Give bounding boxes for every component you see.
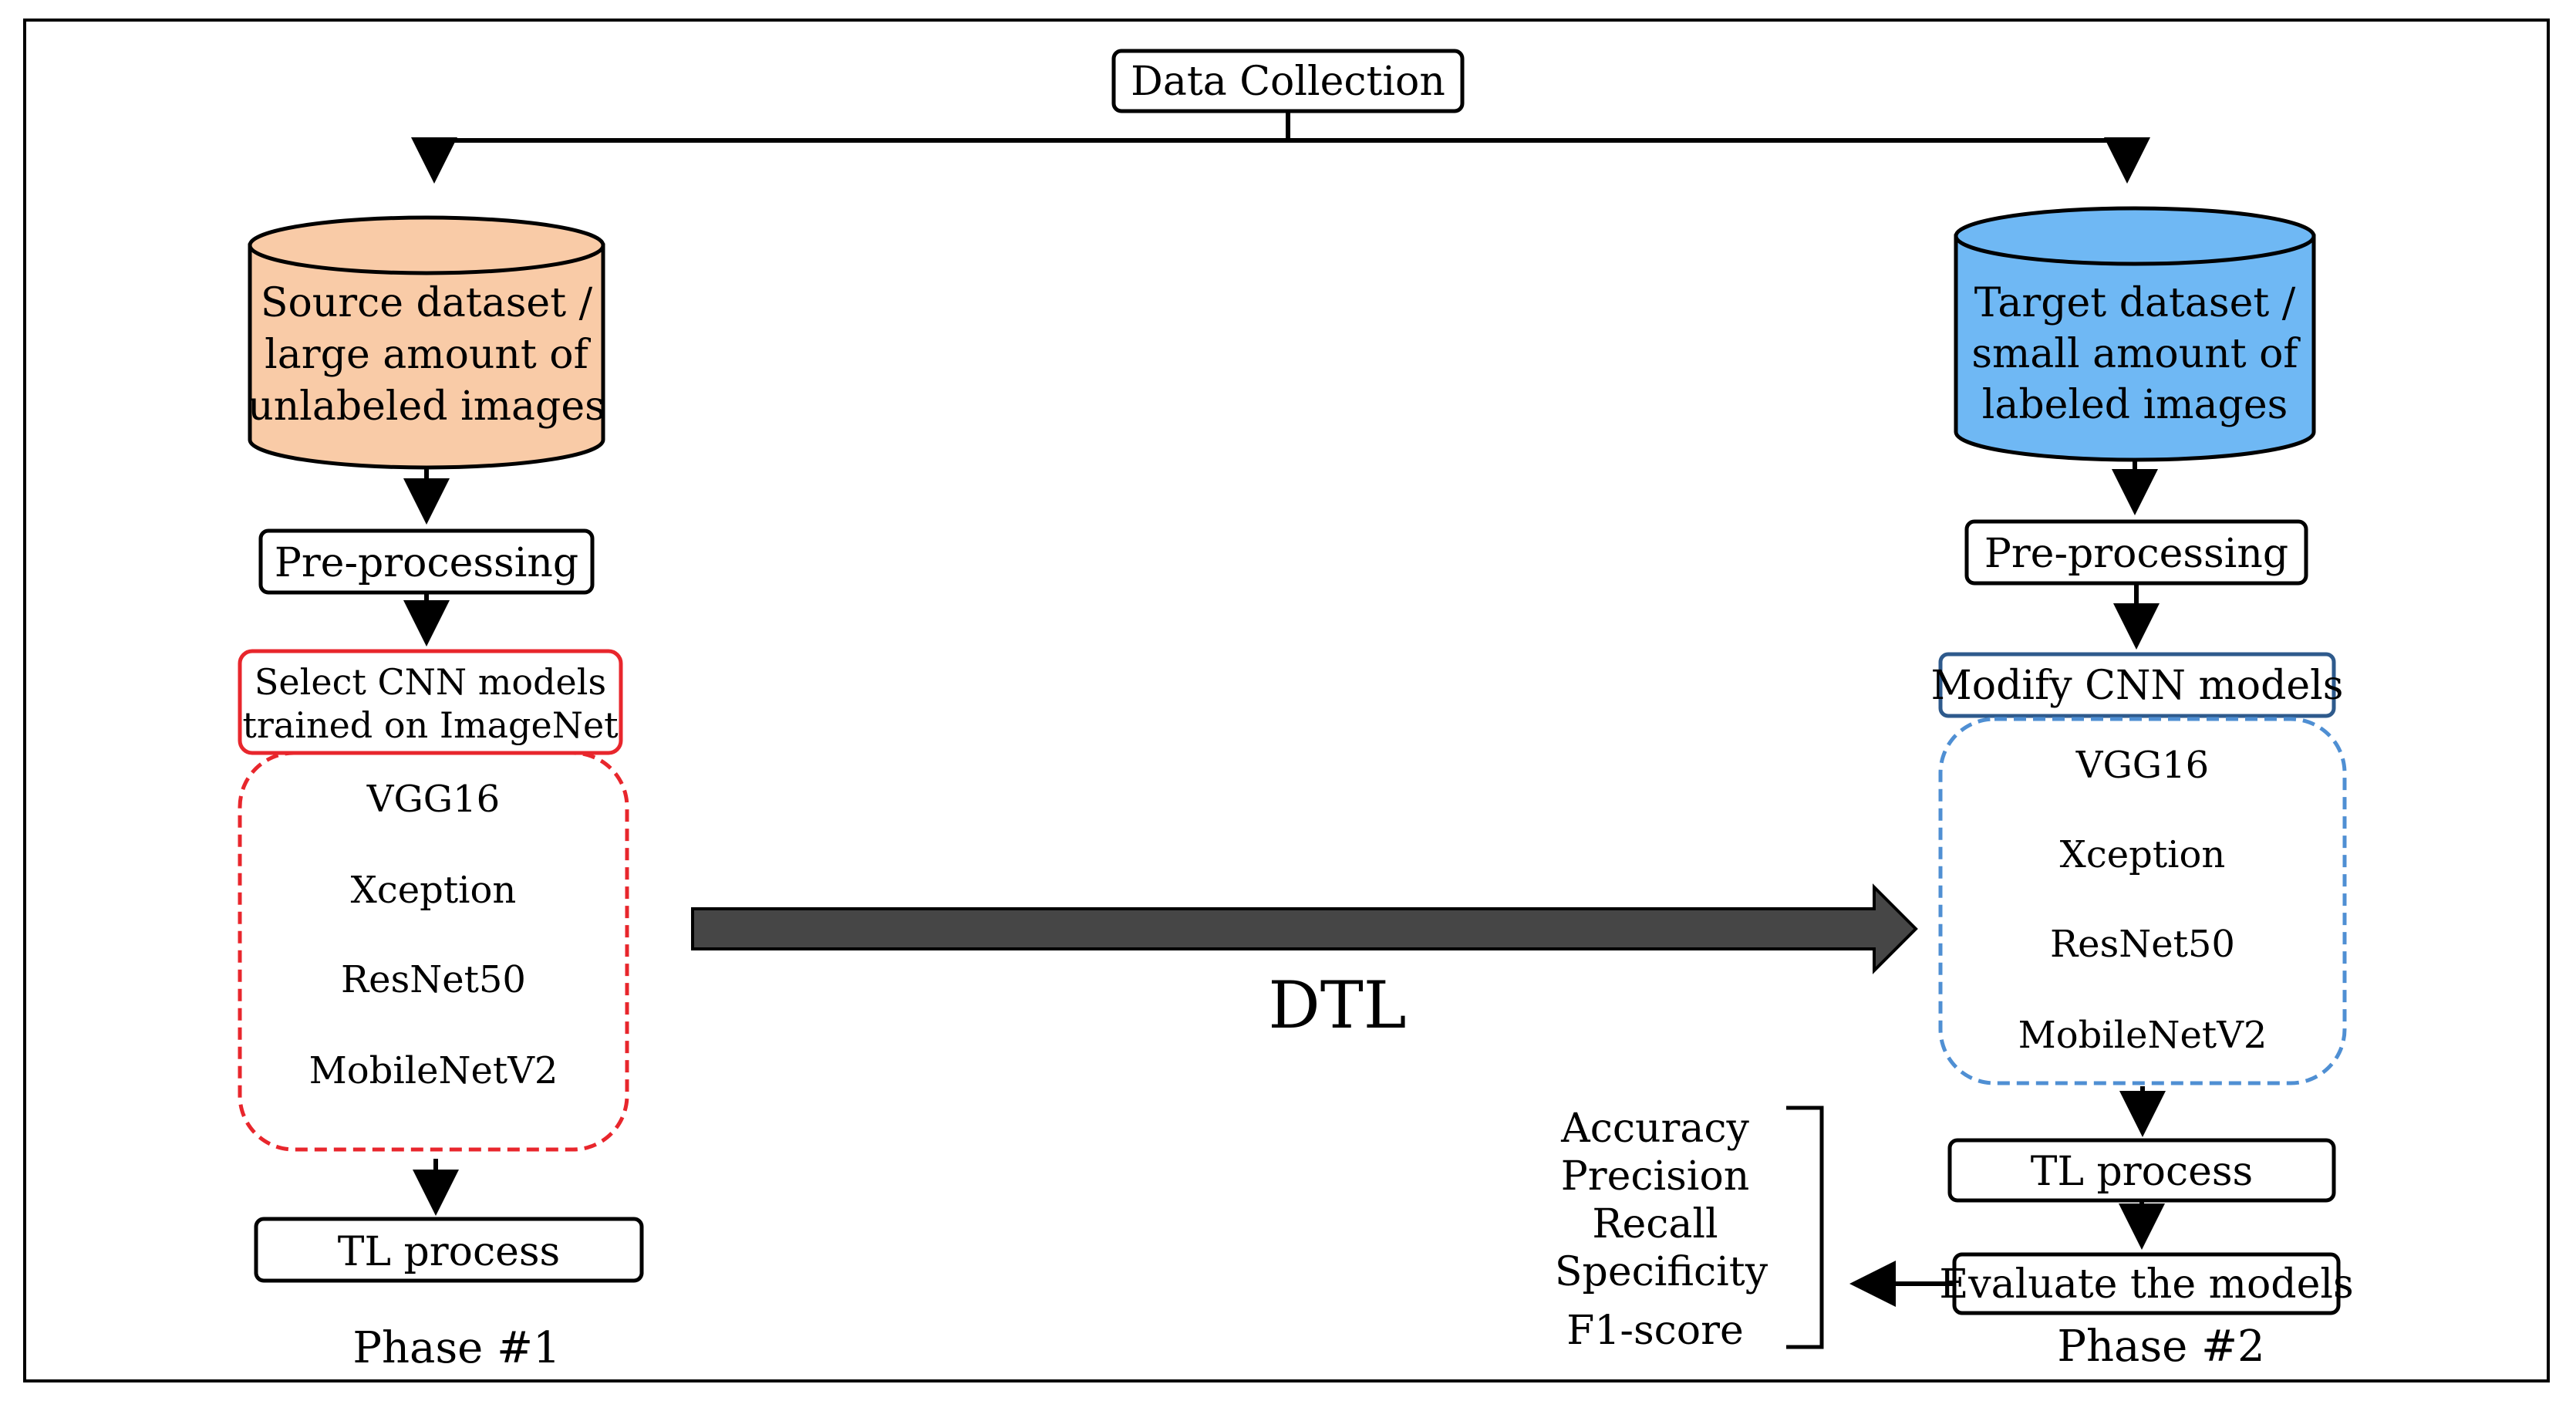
metric-accuracy: Accuracy (1560, 1106, 1749, 1152)
source-dataset-line-2: large amount of (265, 332, 591, 378)
target-cylinder-top (1954, 206, 2316, 266)
right-model-mobilenetv2: MobileNetV2 (2018, 1014, 2267, 1057)
left-tl-process-node: TL process (254, 1217, 644, 1283)
phase-2-label: Phase #2 (2057, 1322, 2264, 1372)
evaluate-label: Evaluate the models (1939, 1261, 2353, 1308)
data-collection-node: Data Collection (1111, 49, 1465, 113)
dtl-arrow (691, 883, 1918, 974)
left-model-resnet50: ResNet50 (341, 958, 526, 1001)
right-tl-process-label: TL process (2031, 1149, 2253, 1195)
right-model-vgg16: VGG16 (2075, 744, 2209, 787)
metrics-list: Accuracy Precision Recall Specificity F1… (1555, 1106, 1768, 1354)
source-dataset-cylinder: Source dataset / large amount of unlabel… (248, 215, 605, 470)
phase-1-label: Phase #1 (352, 1323, 560, 1373)
left-models-group: VGG16 Xception ResNet50 MobileNetV2 (238, 751, 629, 1152)
target-dataset-line-1: Target dataset / (1974, 280, 2296, 326)
target-cylinder-body (1954, 234, 2316, 462)
modify-cnn-label: Modify CNN models (1931, 663, 2344, 709)
left-preprocessing-node: Pre-processing (258, 528, 595, 595)
evaluate-node: Evaluate the models (1939, 1252, 2354, 1315)
split-connector (411, 111, 2150, 184)
target-dataset-cylinder: Target dataset / small amount of labeled… (1954, 206, 2316, 462)
right-model-resnet50: ResNet50 (2050, 923, 2235, 966)
metric-recall: Recall (1592, 1201, 1718, 1247)
target-dataset-line-3: labeled images (1982, 382, 2288, 428)
metric-specificity: Specificity (1555, 1249, 1768, 1295)
source-dataset-line-3: unlabeled images (248, 383, 605, 430)
metrics-bracket (1786, 1106, 1824, 1349)
left-model-mobilenetv2: MobileNetV2 (309, 1049, 558, 1092)
dtl-label: DTL (1268, 967, 1406, 1043)
right-preprocessing-node: Pre-processing (1964, 519, 2308, 586)
source-cylinder-body (248, 243, 605, 470)
left-tl-process-label: TL process (338, 1229, 560, 1275)
right-preprocessing-label: Pre-processing (1984, 531, 2288, 577)
left-model-xception: Xception (351, 869, 517, 912)
select-cnn-line-1: Select CNN models (255, 661, 606, 703)
right-models-group: VGG16 Xception ResNet50 MobileNetV2 (1938, 717, 2347, 1085)
right-tl-process-node: TL process (1947, 1138, 2336, 1203)
target-dataset-line-2: small amount of (1971, 331, 2301, 377)
left-model-vgg16: VGG16 (366, 778, 500, 821)
source-dataset-line-1: Source dataset / (261, 280, 593, 326)
source-cylinder-top (248, 215, 605, 275)
data-collection-label: Data Collection (1131, 59, 1445, 105)
outer-frame (23, 19, 2550, 1382)
metric-precision: Precision (1561, 1153, 1750, 1200)
left-preprocessing-label: Pre-processing (275, 540, 578, 586)
right-model-xception: Xception (2060, 833, 2226, 876)
select-cnn-node: Select CNN models trained on ImageNet (238, 649, 623, 755)
metric-f1-score: F1-score (1566, 1308, 1743, 1354)
modify-cnn-node: Modify CNN models (1931, 652, 2344, 718)
select-cnn-line-2: trained on ImageNet (242, 704, 619, 746)
